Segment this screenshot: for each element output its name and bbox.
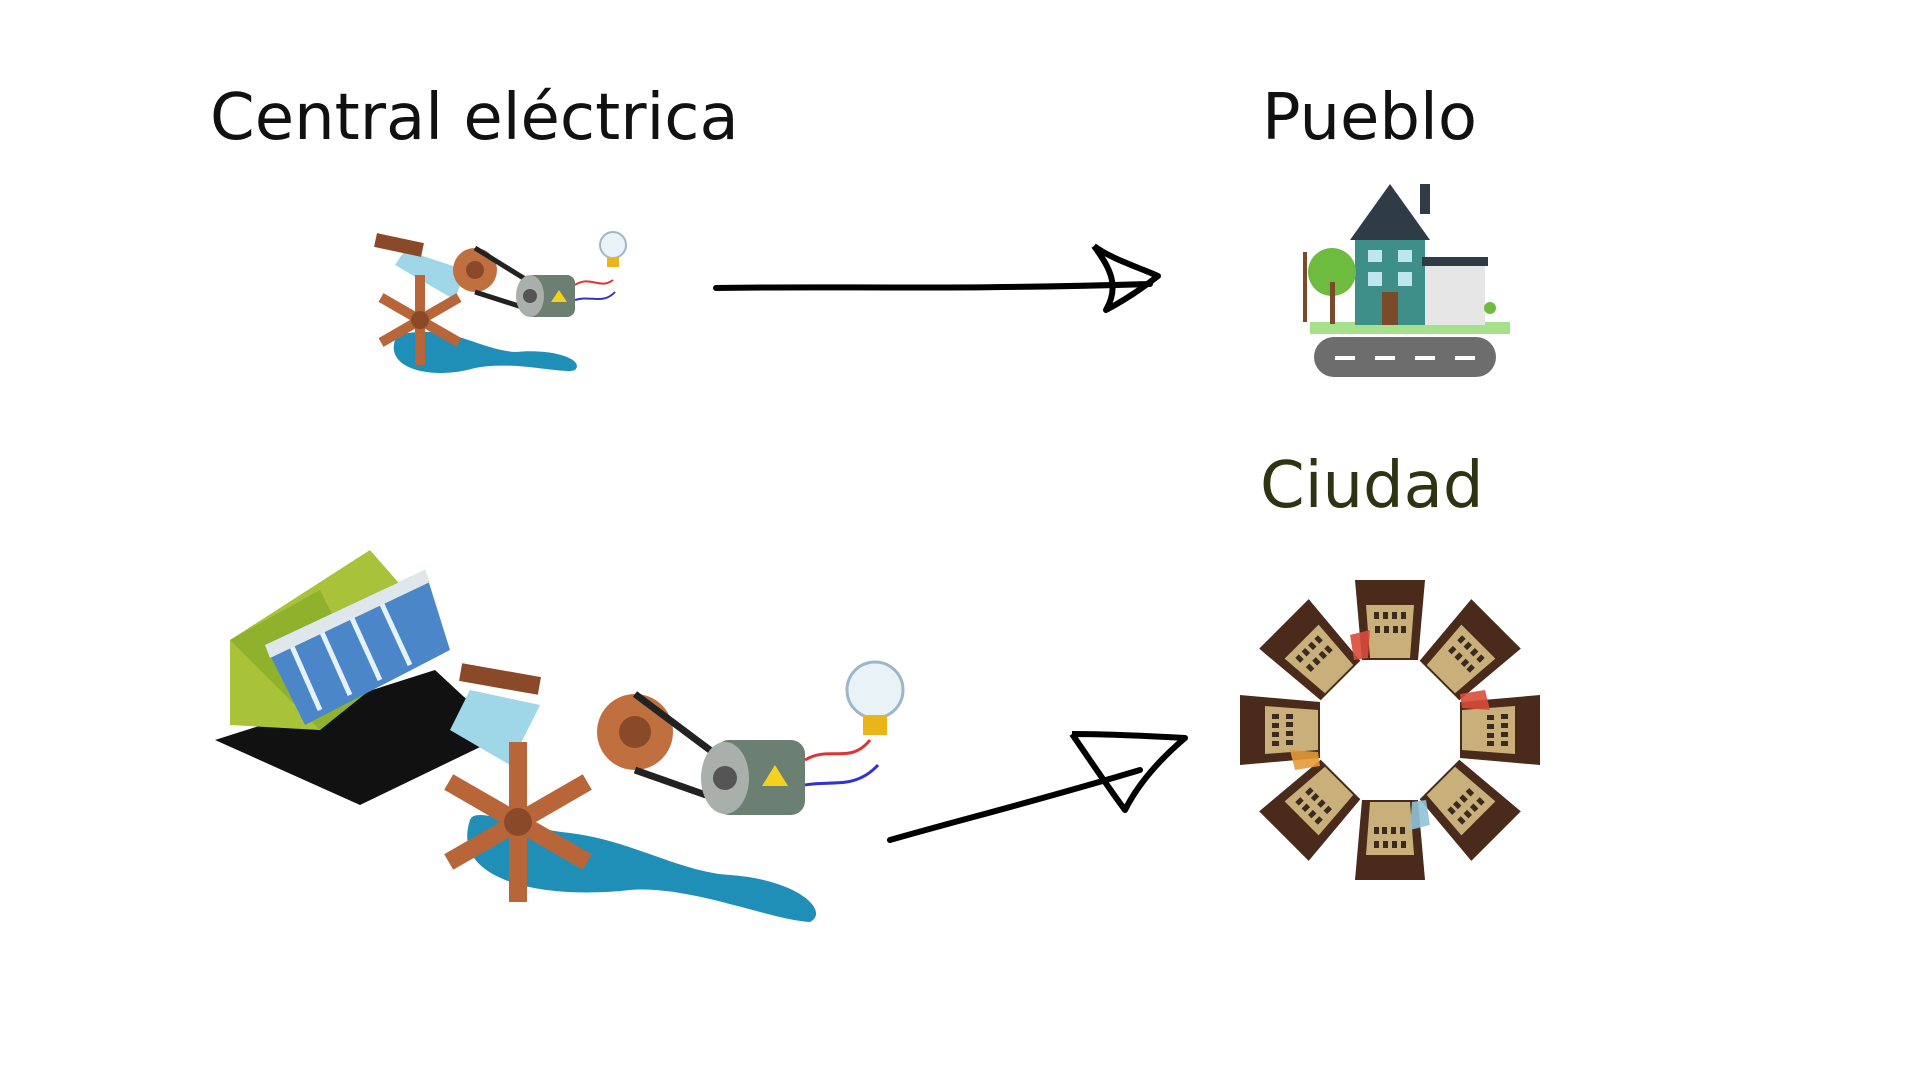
city-ring-icon (1240, 580, 1540, 880)
power-plant-label: Central eléctrica (210, 81, 739, 155)
water-wheel-generator-icon (374, 231, 627, 373)
arrow-icon (713, 243, 1161, 313)
town-label: Pueblo (1262, 81, 1477, 155)
arrow-icon-lower (887, 731, 1188, 843)
dam-water-wheel-generator-icon (215, 550, 905, 922)
house-icon (1303, 184, 1510, 377)
city-label: Ciudad (1260, 449, 1484, 523)
